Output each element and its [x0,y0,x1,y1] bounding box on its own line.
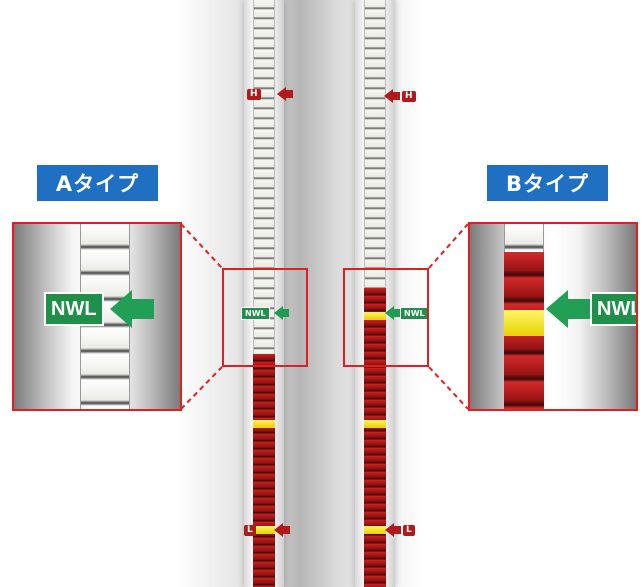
green-arrow-stem [394,309,400,317]
zoom-b-nwl-marker: NWL [546,290,636,328]
green-arrow-stem [131,299,154,319]
gauge-b-yellow-flag [364,526,386,534]
type-b-label: Bタイプ [487,165,608,201]
zoom-a-nwl-marker: NWL [44,290,154,328]
zoom-nwl-tag: NWL [590,292,636,326]
gauge-a-yellow-flag [253,526,275,534]
low-marker-a: L [244,523,290,537]
green-arrow-stem [282,309,289,317]
zoom-b-yellow-flag [504,310,544,336]
nwl-marker-b: NWL [385,306,429,320]
high-marker-b: H [384,89,416,103]
arrow-stem [394,526,401,534]
gauge-b-column [364,0,386,587]
gauge-b-yellow-flag [364,420,386,428]
arrow-stem [285,90,293,98]
gauge-b-highlight-frame [343,268,429,367]
nwl-tag: NWL [241,306,270,320]
arrow-stem [282,526,290,534]
gauge-b-white-section [364,0,386,288]
high-marker-a: H [247,87,293,101]
high-tag: H [402,90,416,102]
green-arrow-icon [546,290,568,328]
green-arrow-icon [273,306,283,320]
arrow-left-icon [276,87,286,101]
low-marker-b: L [385,523,415,537]
zoom-b-column-top [504,224,544,252]
green-arrow-icon [385,306,394,320]
gauge-b-red-section [364,288,386,587]
type-a-label: Aタイプ [37,165,158,201]
arrow-stem [393,92,400,100]
zoom-panel-b: NWL [468,222,638,411]
zoom-nwl-tag: NWL [44,292,104,326]
high-tag: H [247,88,261,100]
gauge-b-yellow-flag [364,312,386,320]
nwl-marker-a: NWL [241,306,289,320]
arrow-left-icon [385,523,394,537]
arrow-left-icon [273,523,283,537]
gauge-a-yellow-flag [253,420,275,428]
low-tag: L [244,524,256,536]
arrow-left-icon [384,89,393,103]
low-tag: L [403,524,415,536]
zoom-panel-a: NWL [12,222,182,411]
green-arrow-icon [109,290,132,328]
gauge-a-highlight-frame [222,268,308,367]
green-arrow-stem [568,299,590,319]
